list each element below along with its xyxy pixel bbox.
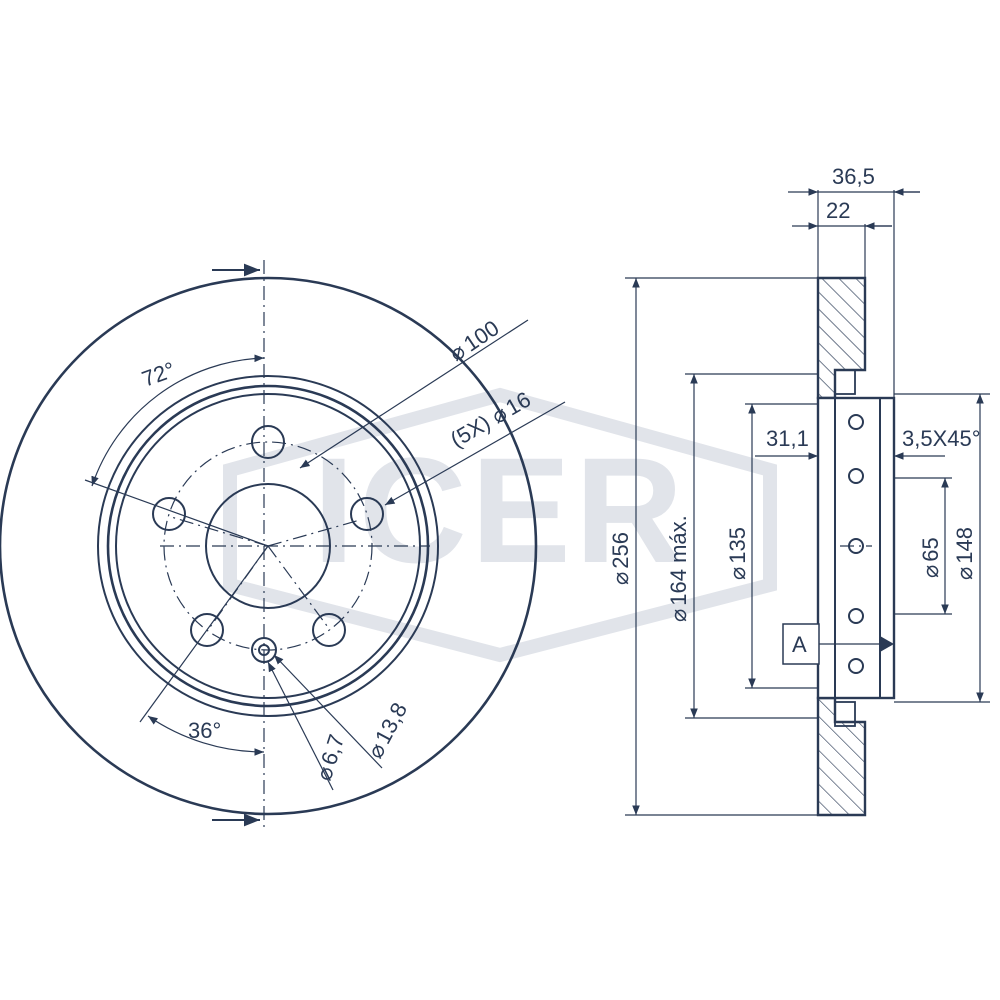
datum-label: A [792, 632, 807, 657]
diameter-symbol: ⌀ [666, 609, 691, 622]
pcd-leader [299, 319, 529, 469]
pcd-label: ⌀100 [445, 315, 504, 366]
dia-148-value: 148 [952, 527, 977, 564]
dia-outer-value: 256 [608, 532, 633, 569]
watermark-logo: ICER [223, 387, 777, 663]
hat-hole-2 [848, 468, 864, 484]
datum-box [782, 623, 820, 665]
angle-72-arc [91, 354, 265, 487]
hole-large-label: ⌀13,8 [362, 698, 412, 762]
pcd-value: 100 [459, 315, 503, 356]
diameter-symbol: ⌀ [608, 572, 633, 585]
dia-friction-label: ⌀ 164 máx. [666, 515, 691, 622]
datum-triangle [880, 636, 894, 652]
dia-135-label: ⌀ 135 [725, 527, 750, 580]
width-total-label: 36,5 [832, 164, 875, 189]
bolt-hole-leader [384, 401, 566, 506]
diameter-symbol: ⌀ [952, 567, 977, 580]
spoke-line-bottom-left [207, 545, 269, 631]
dia-148-label: ⌀ 148 [952, 527, 977, 580]
hole-large-leader [273, 654, 383, 769]
hat-depth-label: 31,1 [766, 426, 809, 451]
vent-slot-top [834, 369, 856, 395]
diameter-symbol: ⌀ [918, 565, 943, 578]
bolt-hole-right [350, 497, 384, 531]
hat-hole-5 [848, 658, 864, 674]
friction-ring-bottom-section [816, 696, 867, 817]
dia-135-value: 135 [725, 527, 750, 564]
angle-ray-left [84, 479, 269, 547]
dia-outer-label: ⌀ 256 [608, 532, 633, 585]
bolt-hole-bottom-right [312, 613, 346, 647]
dia-friction-value: 164 máx. [666, 515, 691, 606]
hole-small-value: 6,7 [316, 731, 349, 768]
hat-hole-1 [848, 414, 864, 430]
dia-center-value: 65 [918, 537, 943, 561]
hole-small-label: ⌀6,7 [311, 731, 349, 783]
angle-36-arc [147, 715, 265, 756]
vent-slot-bottom [834, 701, 856, 727]
hat-hole-4 [848, 608, 864, 624]
angle-ray-bottom [139, 545, 269, 723]
angle-72-label: 72° [139, 357, 179, 392]
watermark-text: ICER [313, 426, 687, 594]
friction-inner-circle [97, 375, 439, 717]
angle-36-label: 36° [188, 718, 221, 743]
hole-small-leader [267, 661, 334, 791]
bolt-hole-left [152, 497, 186, 531]
disc-outer-circle [0, 276, 538, 816]
width-disc-label: 22 [826, 198, 850, 223]
diameter-symbol: ⌀ [725, 567, 750, 580]
hole-large-value: 13,8 [370, 698, 412, 748]
spoke-line-bottom-right [267, 545, 331, 631]
hat-section [816, 396, 896, 700]
dia-center-label: ⌀ 65 [918, 537, 943, 578]
friction-ring-top-section [816, 276, 867, 400]
spoke-line-left [167, 515, 269, 547]
spoke-line-right [267, 519, 361, 547]
chamfer-label: 3,5X45° [902, 426, 981, 451]
section-view: 36,5 22 31,1 3,5X45° ⌀ 256 ⌀ 164 máx. ⌀ 135 [608, 164, 990, 817]
bolt-hole-bottom-left [190, 613, 224, 647]
